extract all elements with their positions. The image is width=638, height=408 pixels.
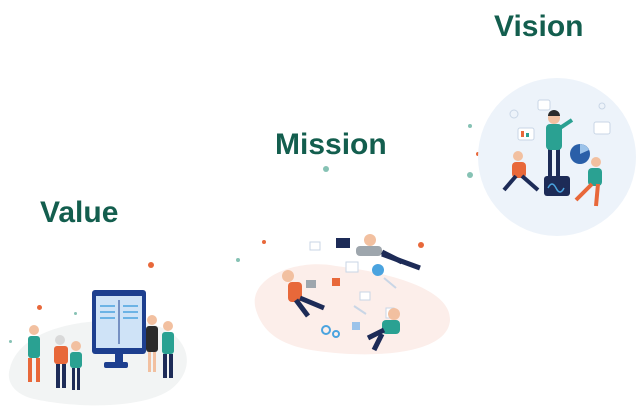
decor-dot <box>323 166 329 172</box>
vision-heading: Vision <box>494 10 584 43</box>
vision-team-illustration <box>478 78 636 236</box>
decor-dot <box>74 312 77 315</box>
value-heading: Value <box>40 196 119 229</box>
value-team-illustration <box>8 290 187 406</box>
mission-heading: Mission <box>275 128 387 161</box>
decor-dot <box>262 240 266 244</box>
decor-dot <box>148 262 154 268</box>
decor-dot <box>37 305 42 310</box>
mission-team-illustration <box>254 234 451 355</box>
decor-dot <box>418 242 424 248</box>
decor-dot <box>476 152 480 156</box>
decor-dot <box>467 172 473 178</box>
decor-dot <box>236 258 240 262</box>
decor-dot <box>9 340 12 343</box>
decor-dot <box>468 124 472 128</box>
